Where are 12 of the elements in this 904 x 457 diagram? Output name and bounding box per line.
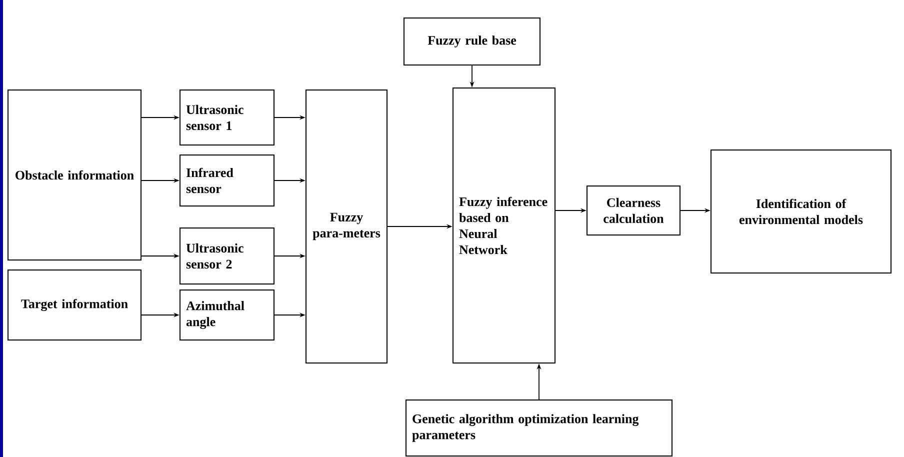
process-box: Ultrasonic sensor 1 [180,90,274,146]
process-box: Clearness calculation [586,186,680,236]
process-box: Fuzzy para-meters [306,90,388,364]
process-box: Target information [8,270,142,340]
process-box: Fuzzy rule base [404,18,540,66]
process-box: Obstacle information [8,90,142,260]
process-box: Identification of environmental models [710,150,892,274]
process-box: Azimuthal angle [180,290,274,340]
process-box: Infrared sensor [180,154,274,206]
process-box: Ultrasonic sensor 2 [180,228,274,284]
process-box: Fuzzy inference based on Neural Network [452,88,556,364]
process-box: Genetic algorithm optimization learning parameters [406,400,672,456]
